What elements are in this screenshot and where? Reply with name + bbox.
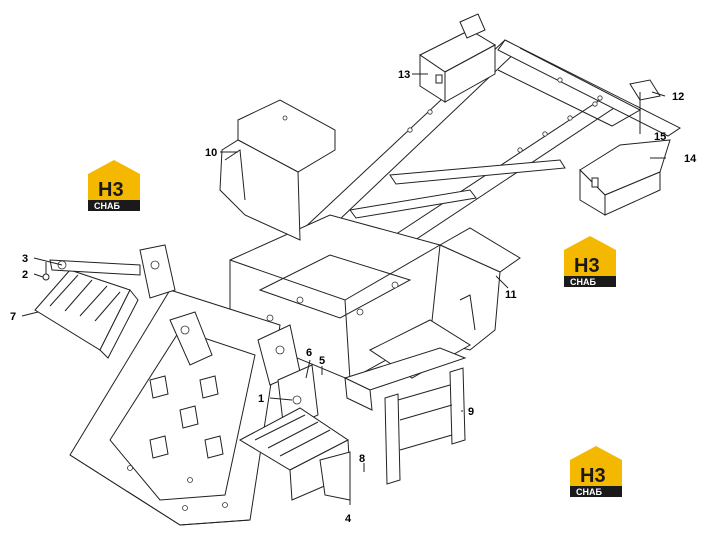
center-step <box>238 407 351 501</box>
callout-6: 6 <box>306 347 312 359</box>
logo-caption: СНАБ <box>570 277 596 287</box>
left-step <box>34 269 139 359</box>
right-ladder <box>343 347 467 485</box>
callout-9: 9 <box>468 406 474 418</box>
callout-2: 2 <box>22 269 28 281</box>
logo-caption: СНАБ <box>576 487 602 497</box>
logo-letters: H3 <box>574 255 600 277</box>
callout-11: 11 <box>505 289 517 301</box>
tool-box-13 <box>419 13 497 103</box>
main-frame <box>69 39 681 526</box>
callout-12: 12 <box>672 91 684 103</box>
callout-4: 4 <box>345 513 352 525</box>
bracket-12 <box>629 79 661 101</box>
logo-watermark-right: H3 СНАБ <box>564 236 616 287</box>
callout-15: 15 <box>654 131 666 143</box>
logo-letters: H3 <box>580 465 606 487</box>
bolt-2 <box>42 262 50 281</box>
logo-caption: СНАБ <box>94 201 120 211</box>
logo-letters: H3 <box>98 179 124 201</box>
battery-box-14 <box>579 139 671 216</box>
logo-watermark-left: H3 СНАБ <box>88 160 140 211</box>
callout-13: 13 <box>398 69 410 81</box>
callout-10: 10 <box>205 147 217 159</box>
logo-watermark-bottom: H3 СНАБ <box>570 446 622 497</box>
callout-3: 3 <box>22 253 28 265</box>
callout-1: 1 <box>258 393 264 405</box>
callout-7: 7 <box>10 311 16 323</box>
callout-14: 14 <box>684 153 697 165</box>
left-fender <box>219 99 336 241</box>
callouts: 1 2 3 4 5 6 7 8 9 10 11 12 13 14 15 <box>10 69 697 525</box>
handle-bar <box>49 259 141 276</box>
callout-5: 5 <box>319 355 325 367</box>
leader-lines <box>21 73 666 505</box>
callout-8: 8 <box>359 453 365 465</box>
